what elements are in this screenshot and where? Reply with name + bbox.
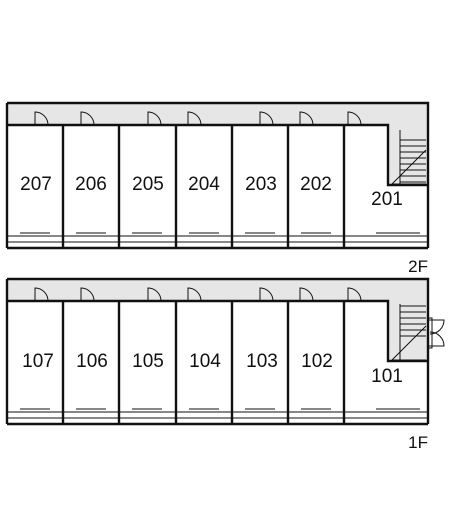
staircase-icon (391, 130, 427, 185)
party-walls (61, 125, 346, 248)
unit-label: 207 (20, 174, 52, 195)
outer-wall (5, 277, 430, 426)
unit-label: 107 (22, 351, 54, 372)
party-walls (61, 301, 346, 424)
corridor-wall (7, 123, 428, 187)
unit-label: 101 (371, 366, 403, 387)
unit-label: 103 (246, 351, 278, 372)
floor-label: 1F (408, 433, 428, 452)
unit-label: 204 (188, 174, 220, 195)
corridor-wall (7, 299, 428, 363)
balcony-rail (7, 411, 428, 419)
unit-label: 201 (371, 189, 403, 210)
stair-landing (388, 301, 428, 361)
floor-1f: 107 106 105 104 103 102 101 1F (5, 277, 445, 452)
door-swing-icon (34, 111, 362, 126)
unit-label: 105 (132, 351, 164, 372)
staircase-icon (391, 304, 427, 361)
door-swing-icon (34, 287, 362, 302)
unit-label: 202 (300, 174, 332, 195)
floor-label: 2F (408, 257, 428, 276)
entrance-door-icon (427, 317, 445, 349)
unit-label: 203 (245, 174, 277, 195)
unit-label: 104 (189, 351, 221, 372)
balcony-rail (7, 235, 428, 243)
unit-label: 205 (132, 174, 164, 195)
corridor (7, 103, 428, 125)
unit-label: 106 (76, 351, 108, 372)
unit-label: 206 (75, 174, 107, 195)
unit-label: 102 (301, 351, 333, 372)
corridor (7, 279, 428, 301)
floor-2f: 207 206 205 204 203 202 201 2F (5, 101, 430, 276)
outer-wall (5, 101, 430, 250)
